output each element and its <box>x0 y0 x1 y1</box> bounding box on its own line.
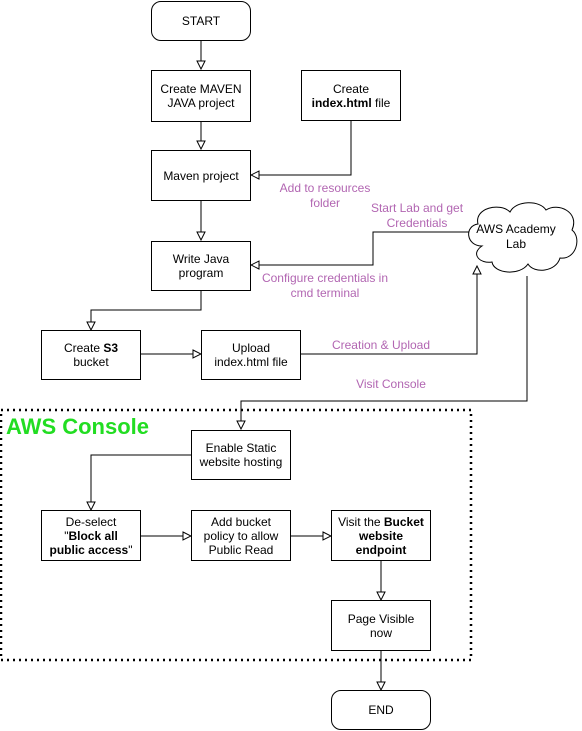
visit-endpoint-node: Visit the Bucket website endpoint <box>331 510 431 561</box>
deselect-label: De-select "Block all public access" <box>46 515 136 557</box>
visit-endpoint-bold: Bucket website endpoint <box>355 514 424 557</box>
create-index-rest: file <box>371 95 391 110</box>
create-s3-label: Create S3 bucket <box>46 341 136 369</box>
maven-project-label: Maven project <box>163 168 239 183</box>
write-java-node: Write Java program <box>151 241 251 291</box>
end-node: END <box>331 690 431 730</box>
page-visible-node: Page Visible now <box>331 600 431 651</box>
aws-academy-lab-label: AWS Academy Lab <box>476 222 556 251</box>
create-index-bold: index.html <box>311 95 372 110</box>
create-s3-node: Create S3 bucket <box>41 330 141 380</box>
deselect-post: " <box>128 542 133 557</box>
edge-index-to-mavenproject <box>251 121 352 175</box>
start-label: START <box>181 14 221 28</box>
page-visible-label: Page Visible now <box>347 611 415 640</box>
create-index-line1: Create <box>332 81 369 96</box>
aws-console-title: AWS Console <box>6 414 150 439</box>
end-label: END <box>368 703 394 717</box>
write-java-label: Write Java program <box>172 252 230 280</box>
creation-upload-label: Creation & Upload <box>331 338 431 352</box>
edge-lab-to-enable <box>241 276 528 429</box>
upload-index-node: Upload index.html file <box>201 330 301 380</box>
enable-static-node: Enable Static website hosting <box>191 430 291 480</box>
start-node: START <box>151 1 251 41</box>
create-maven-node: Create MAVEN JAVA project <box>151 70 251 122</box>
start-lab-label: Start Lab and get Credentials <box>370 201 464 230</box>
edge-enable-to-deselect <box>91 454 191 510</box>
visit-endpoint-label: Visit the Bucket website endpoint <box>336 515 426 557</box>
bucket-policy-label: Add bucket policy to allow Public Read <box>203 514 279 557</box>
deselect-node: De-select "Block all public access" <box>41 510 141 561</box>
deselect-bold: Block all public access <box>49 528 129 557</box>
deselect-pre: De-select " <box>64 514 117 543</box>
aws-console-group-border <box>0 408 473 662</box>
edge-write-to-s3 <box>91 291 202 330</box>
visit-endpoint-pre: Visit the <box>338 514 384 529</box>
aws-academy-lab-cloud <box>468 202 578 273</box>
enable-static-label: Enable Static website hosting <box>199 441 283 469</box>
maven-project-node: Maven project <box>151 150 251 201</box>
upload-index-label: Upload index.html file <box>214 341 288 369</box>
create-s3-post: bucket <box>73 355 109 369</box>
edge-upload-to-lab <box>301 266 477 355</box>
create-maven-label: Create MAVEN JAVA project <box>160 82 242 110</box>
add-resources-label: Add to resources folder <box>279 181 371 210</box>
configure-creds-label: Configure credentials in cmd terminal <box>261 271 389 300</box>
aws-academy-lab-node: AWS Academy Lab <box>476 222 556 252</box>
visit-console-label: Visit Console <box>356 377 426 391</box>
edge-lab-to-write <box>251 231 470 265</box>
create-s3-bold: S3 <box>103 341 119 355</box>
create-s3-pre: Create <box>63 341 104 355</box>
bucket-policy-node: Add bucket policy to allow Public Read <box>191 510 291 561</box>
